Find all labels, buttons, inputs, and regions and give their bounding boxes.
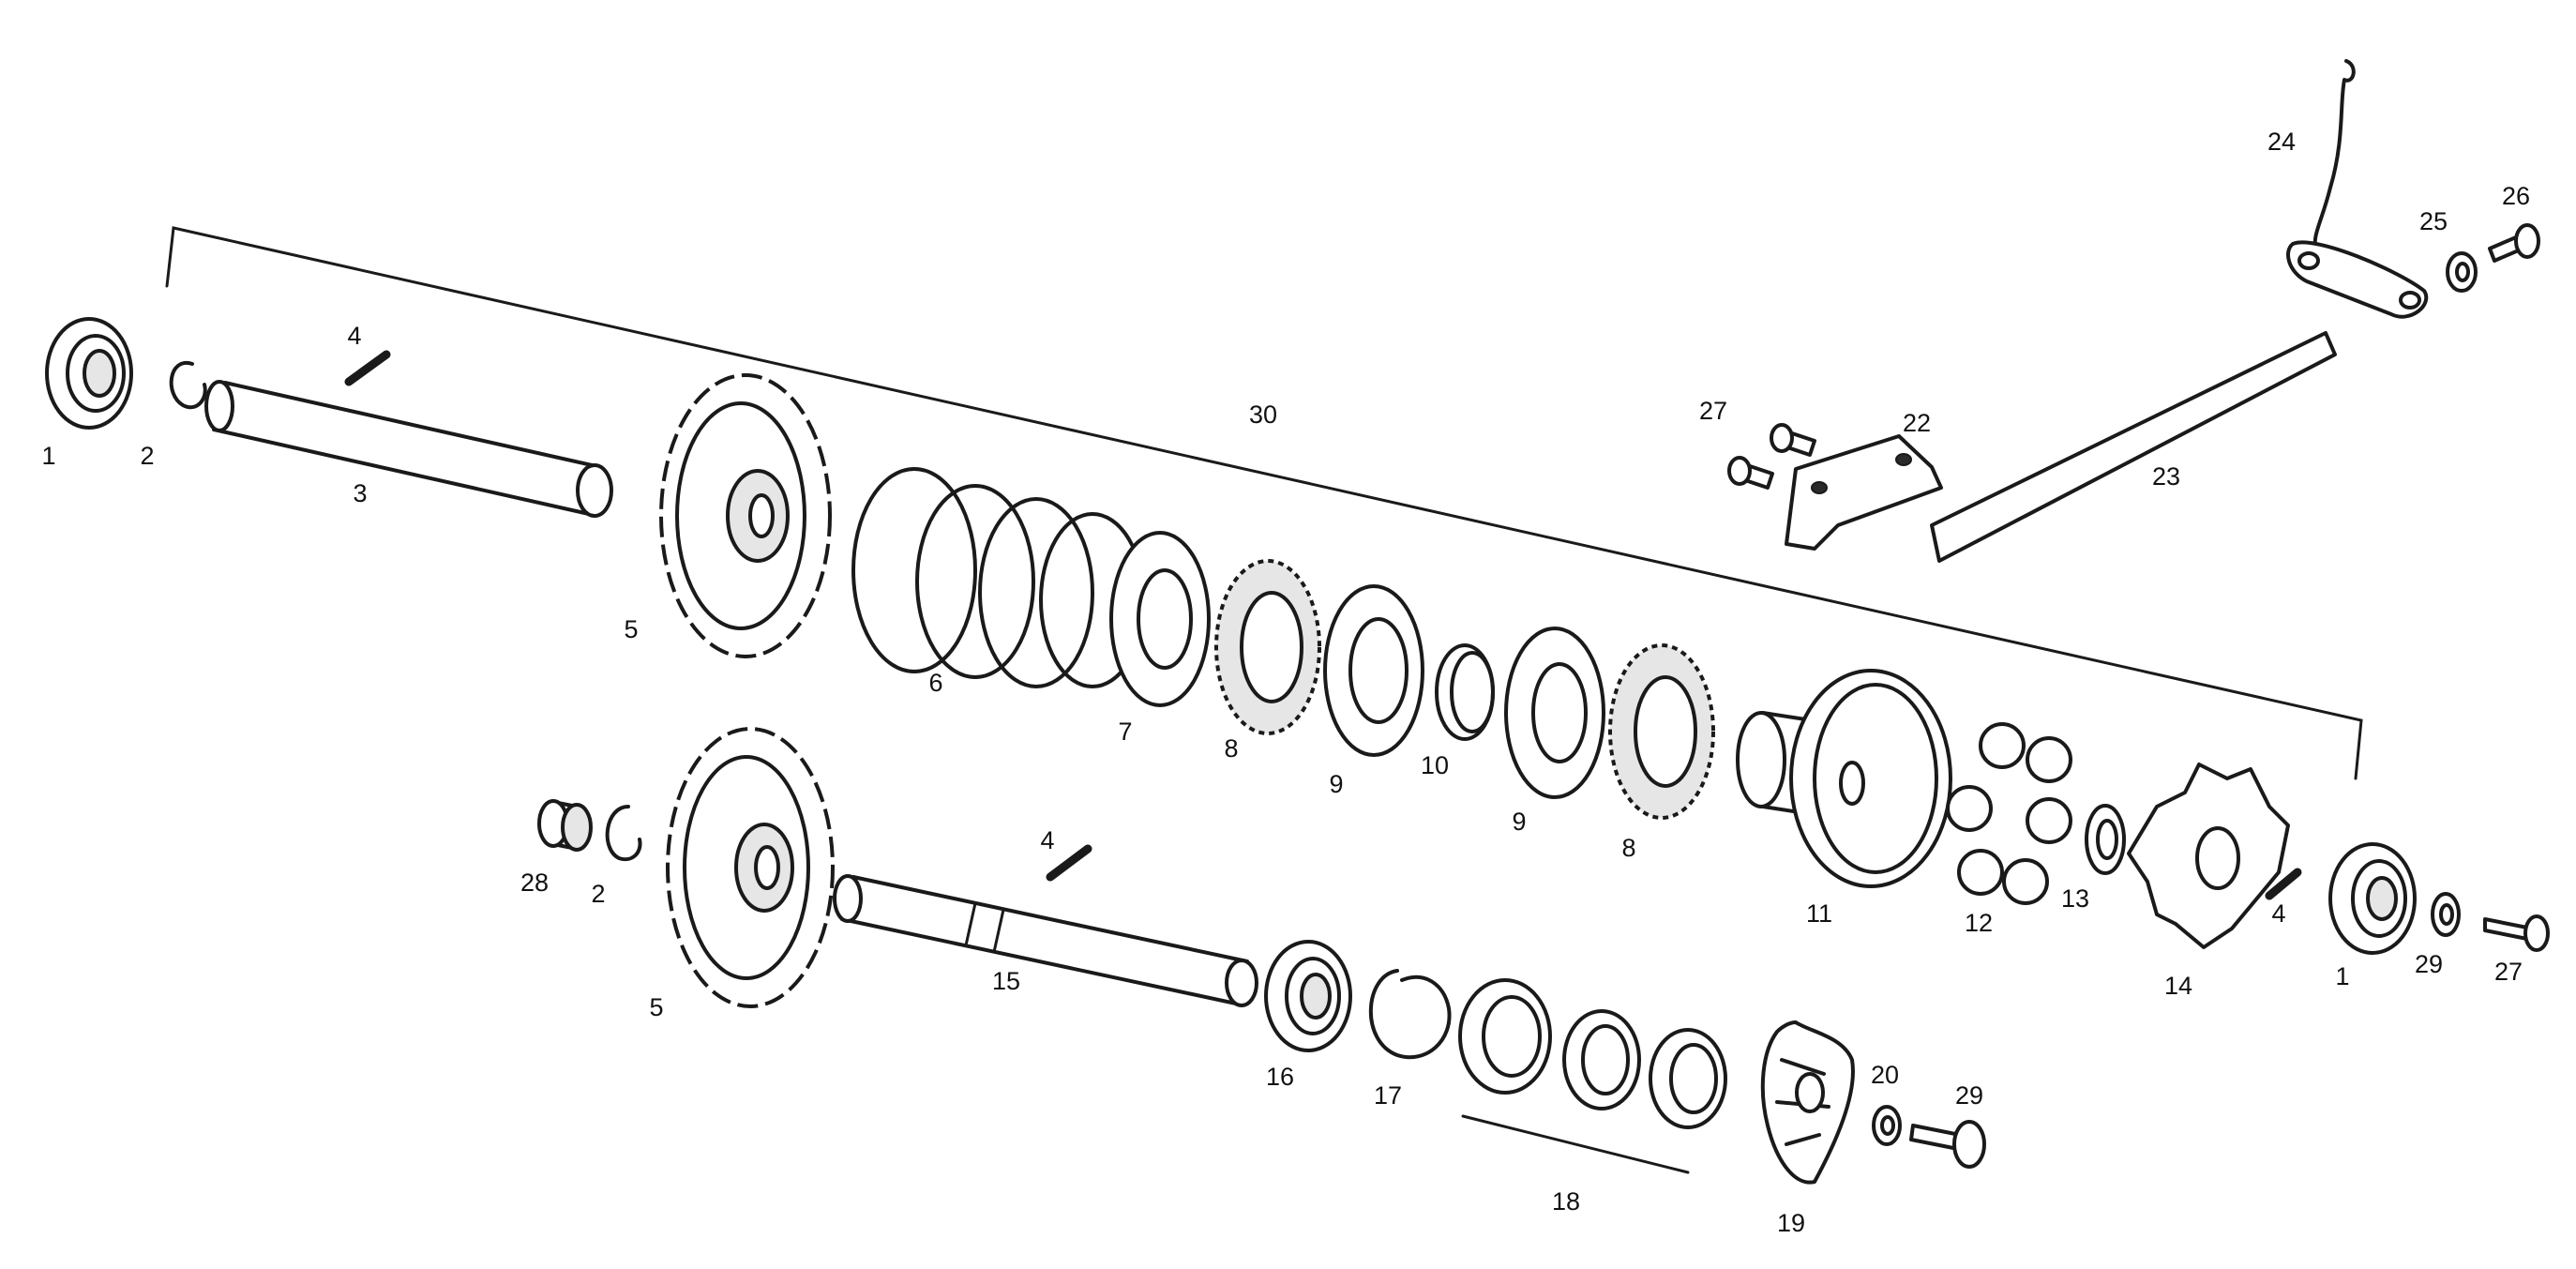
assembly-bracket-30	[165, 226, 2363, 780]
callout-23: 23	[2152, 462, 2180, 491]
callout-27: 27	[1699, 397, 1727, 425]
thrust-bearing-8-right	[1608, 643, 1715, 820]
callout-18: 18	[1552, 1187, 1580, 1216]
callout-14: 14	[2164, 972, 2192, 1000]
ramp-plate-14	[2127, 763, 2290, 949]
callout-10: 10	[1421, 751, 1449, 779]
callout-20: 20	[1871, 1061, 1899, 1089]
spring-6	[851, 467, 1146, 688]
callout-5: 5	[624, 615, 638, 643]
callout-19: 19	[1777, 1209, 1805, 1237]
callout-5: 5	[649, 993, 663, 1021]
gear-5-bottom	[666, 727, 835, 1008]
callout-2: 2	[140, 442, 154, 470]
needle-bearing-28	[537, 799, 593, 852]
callout-12: 12	[1965, 909, 1993, 937]
callout-11: 11	[1806, 899, 1832, 928]
shaft-15	[833, 874, 1258, 1007]
bearing-16	[1264, 940, 1352, 1052]
callout-4: 4	[1040, 826, 1054, 854]
screw-26	[2488, 223, 2540, 263]
callout-7: 7	[1118, 718, 1132, 746]
washer-13	[2085, 804, 2126, 875]
drum-11	[1736, 669, 1952, 888]
washer-9-right	[1504, 627, 1605, 799]
callout-1: 1	[2335, 962, 2349, 990]
callout-29: 29	[2415, 950, 2443, 978]
callout-3: 3	[353, 479, 367, 507]
callout-26: 26	[2502, 182, 2530, 210]
washer-25	[2446, 251, 2478, 293]
callout-25: 25	[2419, 207, 2448, 235]
key-4-right	[2265, 868, 2302, 900]
callout-2: 2	[591, 880, 605, 908]
bearing-1-left	[45, 317, 133, 430]
callout-30: 30	[1249, 400, 1277, 429]
callout-22: 22	[1903, 409, 1931, 437]
bolt-29-bottom	[1909, 1120, 1986, 1169]
callout-8: 8	[1224, 734, 1238, 763]
seals-18	[1458, 978, 1727, 1174]
bracket-22	[1785, 434, 1943, 551]
key-4-top	[344, 350, 391, 386]
callout-4: 4	[2271, 899, 2285, 928]
callout-17: 17	[1374, 1081, 1402, 1110]
callout-24: 24	[2267, 128, 2296, 156]
callout-1: 1	[41, 442, 55, 470]
circlip-2-bottom	[605, 805, 642, 862]
callout-28: 28	[520, 869, 549, 897]
callout-16: 16	[1266, 1063, 1294, 1091]
thrust-bearing-8-left	[1214, 559, 1321, 735]
callout-6: 6	[928, 669, 942, 697]
callout-9: 9	[1329, 770, 1343, 798]
callout-9: 9	[1512, 808, 1526, 836]
callout-labels: 1 2 3 4 5 6 7 8 9 10 9 8 11 12 13 14 4 1…	[41, 128, 2530, 1237]
ring-10	[1435, 643, 1495, 741]
washer-9-left	[1323, 584, 1424, 757]
callout-8: 8	[1621, 834, 1635, 862]
screw-27-right	[2483, 914, 2550, 952]
washer-20	[1872, 1105, 1902, 1146]
washer-29-right	[2431, 892, 2461, 937]
impeller-19	[1760, 1020, 1855, 1185]
callout-13: 13	[2061, 884, 2089, 913]
screws-27-top	[1727, 423, 1816, 490]
key-4-bottom	[1046, 844, 1092, 882]
shaft-3	[204, 380, 613, 518]
rod-23	[1930, 331, 2337, 563]
callout-15: 15	[992, 967, 1020, 995]
lever-24	[2286, 59, 2429, 319]
callout-29: 29	[1955, 1081, 1983, 1110]
circlip-2-top	[169, 360, 207, 410]
callout-27: 27	[2494, 958, 2523, 986]
bearing-1-right	[2328, 842, 2417, 955]
gear-5-top	[659, 373, 832, 658]
callout-4: 4	[347, 322, 361, 350]
washer-7	[1109, 531, 1211, 707]
balls-12	[1946, 722, 2072, 905]
circlip-17	[1368, 969, 1452, 1060]
